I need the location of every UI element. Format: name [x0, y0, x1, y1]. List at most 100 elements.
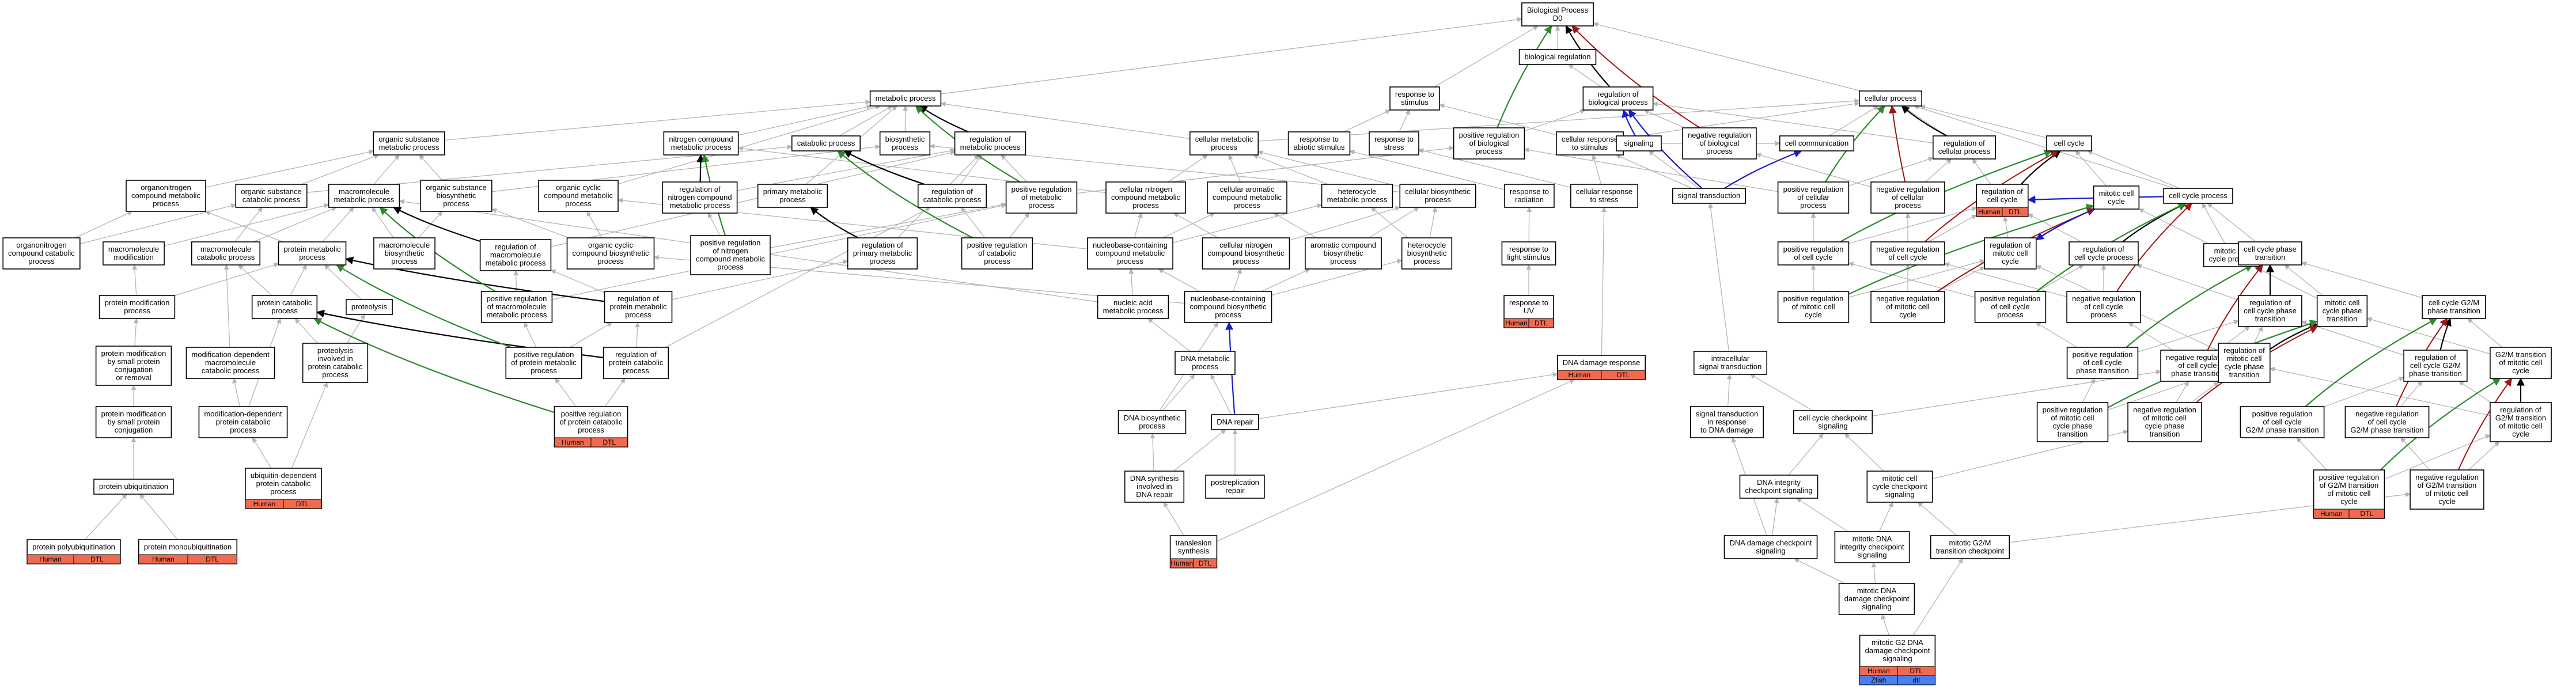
go-node-metab[interactable]: metabolic process [869, 90, 942, 107]
go-node-catab[interactable]: catabolic process [791, 135, 861, 151]
go-node-sigtrans[interactable]: signal transduction [1672, 188, 1747, 204]
go-node-dnarepair[interactable]: DNA repair [1211, 414, 1259, 430]
go-node-cellcycle[interactable]: cell cycle [2046, 135, 2092, 151]
go-node-signaling[interactable]: signaling [1616, 135, 1662, 151]
go-node-bioreg[interactable]: biological regulation [1518, 49, 1597, 65]
go-node-moddepmacro[interactable]: modification-dependentmacromoleculecatab… [185, 347, 275, 379]
go-node-cellproc[interactable]: cellular process [1859, 90, 1922, 107]
go-node-cellcomm[interactable]: cell communication [1779, 135, 1855, 151]
go-node-ccprocess[interactable]: cell cycle process [2163, 188, 2233, 204]
